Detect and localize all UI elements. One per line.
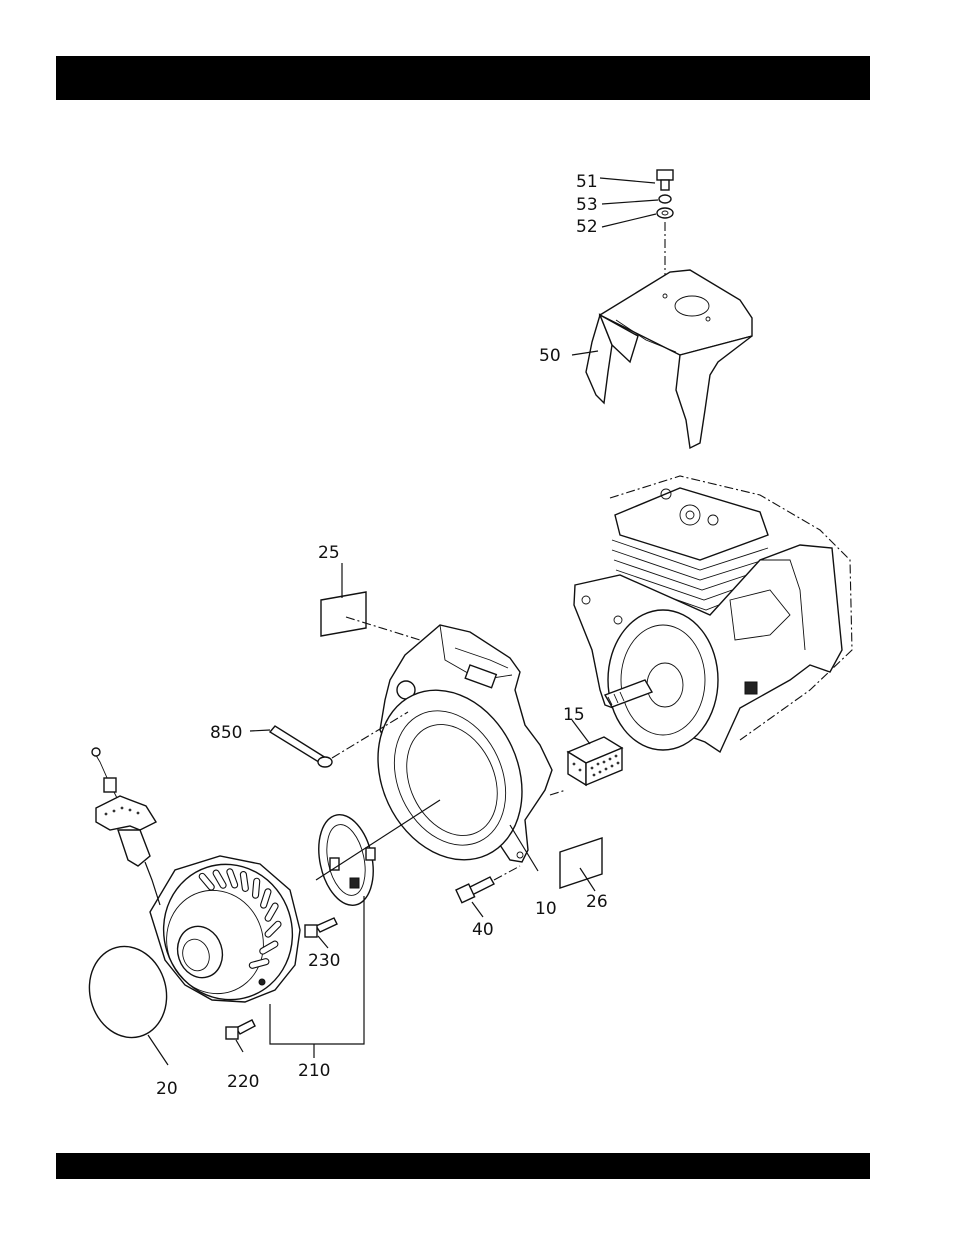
starter-handle xyxy=(92,748,160,905)
screw-230 xyxy=(305,918,337,937)
cover-disc-20 xyxy=(79,938,176,1047)
foam-block-15 xyxy=(568,737,622,785)
callout-850: 850 xyxy=(210,723,242,743)
callout-230: 230 xyxy=(308,951,340,971)
callout-52: 52 xyxy=(576,217,598,237)
bolt-40 xyxy=(456,877,494,903)
label-plate-25 xyxy=(321,592,366,636)
pin-850 xyxy=(270,726,332,767)
callout-26: 26 xyxy=(586,892,608,912)
callout-15: 15 xyxy=(563,705,585,725)
callout-210: 210 xyxy=(298,1061,330,1081)
engine-assembly xyxy=(574,476,852,752)
callout-20: 20 xyxy=(156,1079,178,1099)
bolt-51 xyxy=(657,170,673,190)
callout-50: 50 xyxy=(539,346,561,366)
callout-25: 25 xyxy=(318,543,340,563)
callout-10: 10 xyxy=(535,899,557,919)
washer-53 xyxy=(659,195,671,203)
callout-40: 40 xyxy=(472,920,494,940)
callout-53: 53 xyxy=(576,195,598,215)
screw-220 xyxy=(226,1020,255,1039)
callout-51: 51 xyxy=(576,172,598,192)
callout-220: 220 xyxy=(227,1072,259,1092)
recoil-starter xyxy=(146,848,310,1017)
washer-52 xyxy=(657,208,673,218)
cylinder-cover-50 xyxy=(586,270,752,448)
label-plate-26 xyxy=(560,838,602,888)
